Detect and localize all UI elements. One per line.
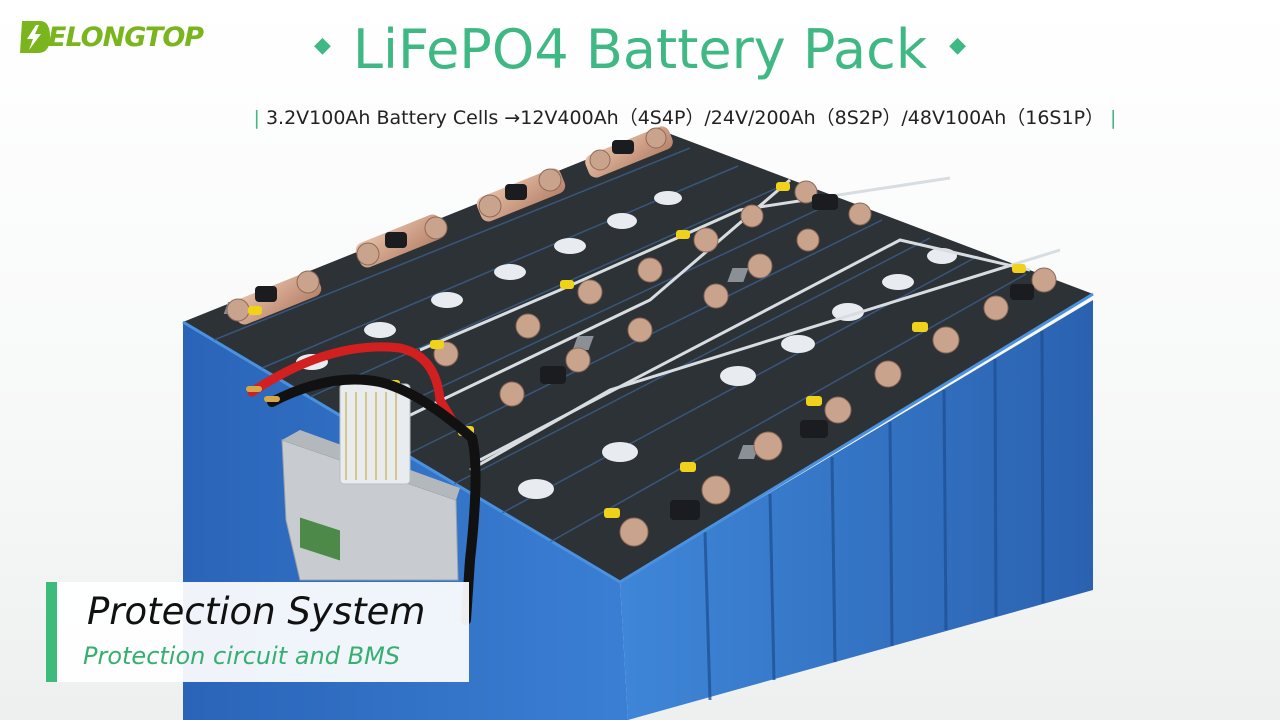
diamond-bullet-icon: ◆: [949, 32, 967, 58]
diamond-bullet-icon: ◆: [313, 32, 331, 58]
cable-tips: [246, 386, 280, 402]
caption-subtitle: Protection circuit and BMS: [83, 642, 401, 670]
caption-title: Protection System: [87, 590, 426, 633]
power-cables: [247, 342, 481, 625]
feature-caption: Protection System Protection circuit and…: [46, 582, 469, 682]
lightning-d-logo-icon: [20, 21, 50, 53]
brand-name: ELONGTOP: [48, 21, 204, 53]
terminals: [226, 126, 1057, 547]
bms-module: [281, 383, 460, 581]
terminal-row-4: [619, 267, 1057, 547]
title-text: LiFePO4 Battery Pack: [352, 18, 928, 81]
page-title: ◆ LiFePO4 Battery Pack ◆: [0, 18, 1280, 81]
subtitle-text: 3.2V100Ah Battery Cells →12V400Ah（4S4P）/…: [265, 107, 1105, 129]
cell-vents: [296, 191, 957, 499]
divider-bar: |: [253, 107, 260, 129]
page-subtitle: |3.2V100Ah Battery Cells →12V400Ah（4S4P）…: [0, 103, 1280, 130]
pack-right-face: [620, 300, 1093, 720]
terminal-row-2: [433, 180, 872, 367]
terminal-row-3: [499, 228, 820, 407]
cell-seams: [703, 330, 1045, 701]
divider-bar: |: [1110, 107, 1117, 129]
brand-logo: ELONGTOP: [18, 14, 233, 60]
